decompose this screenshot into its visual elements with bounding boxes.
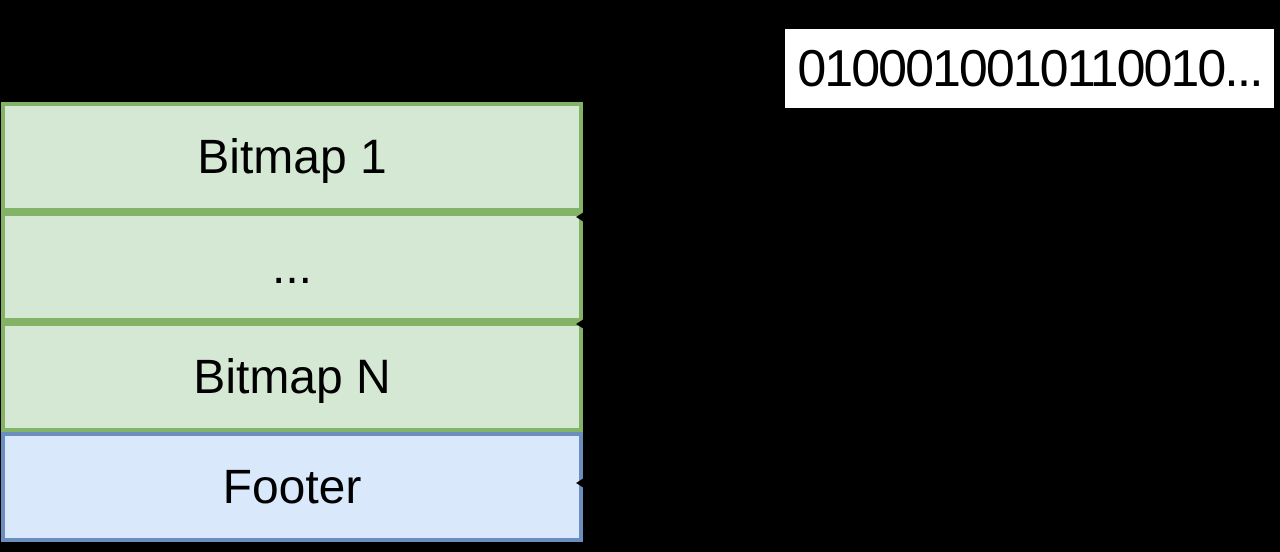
stack-row-label: ...	[271, 240, 312, 294]
stack-row-label: Footer	[222, 460, 362, 514]
arrow-left-tip-icon	[576, 317, 587, 331]
arrow-left-tip-icon	[576, 210, 587, 224]
stack-row-bitmap-1: Bitmap 1	[1, 102, 583, 212]
arrow-left-tip-icon	[576, 476, 587, 490]
memory-layout-stack: Bitmap 1 ... Bitmap N Footer	[1, 102, 583, 542]
stack-row-bitmap-n: Bitmap N	[1, 322, 583, 432]
stack-row-label: Bitmap 1	[197, 130, 387, 184]
stack-row-footer: Footer	[1, 432, 583, 542]
stack-row-label: Bitmap N	[193, 350, 391, 404]
stack-row-bitmap-ellipsis: ...	[1, 212, 583, 322]
bitstring-box: 0100010010110010...	[785, 29, 1274, 108]
bitstring-text: 0100010010110010...	[797, 39, 1263, 98]
